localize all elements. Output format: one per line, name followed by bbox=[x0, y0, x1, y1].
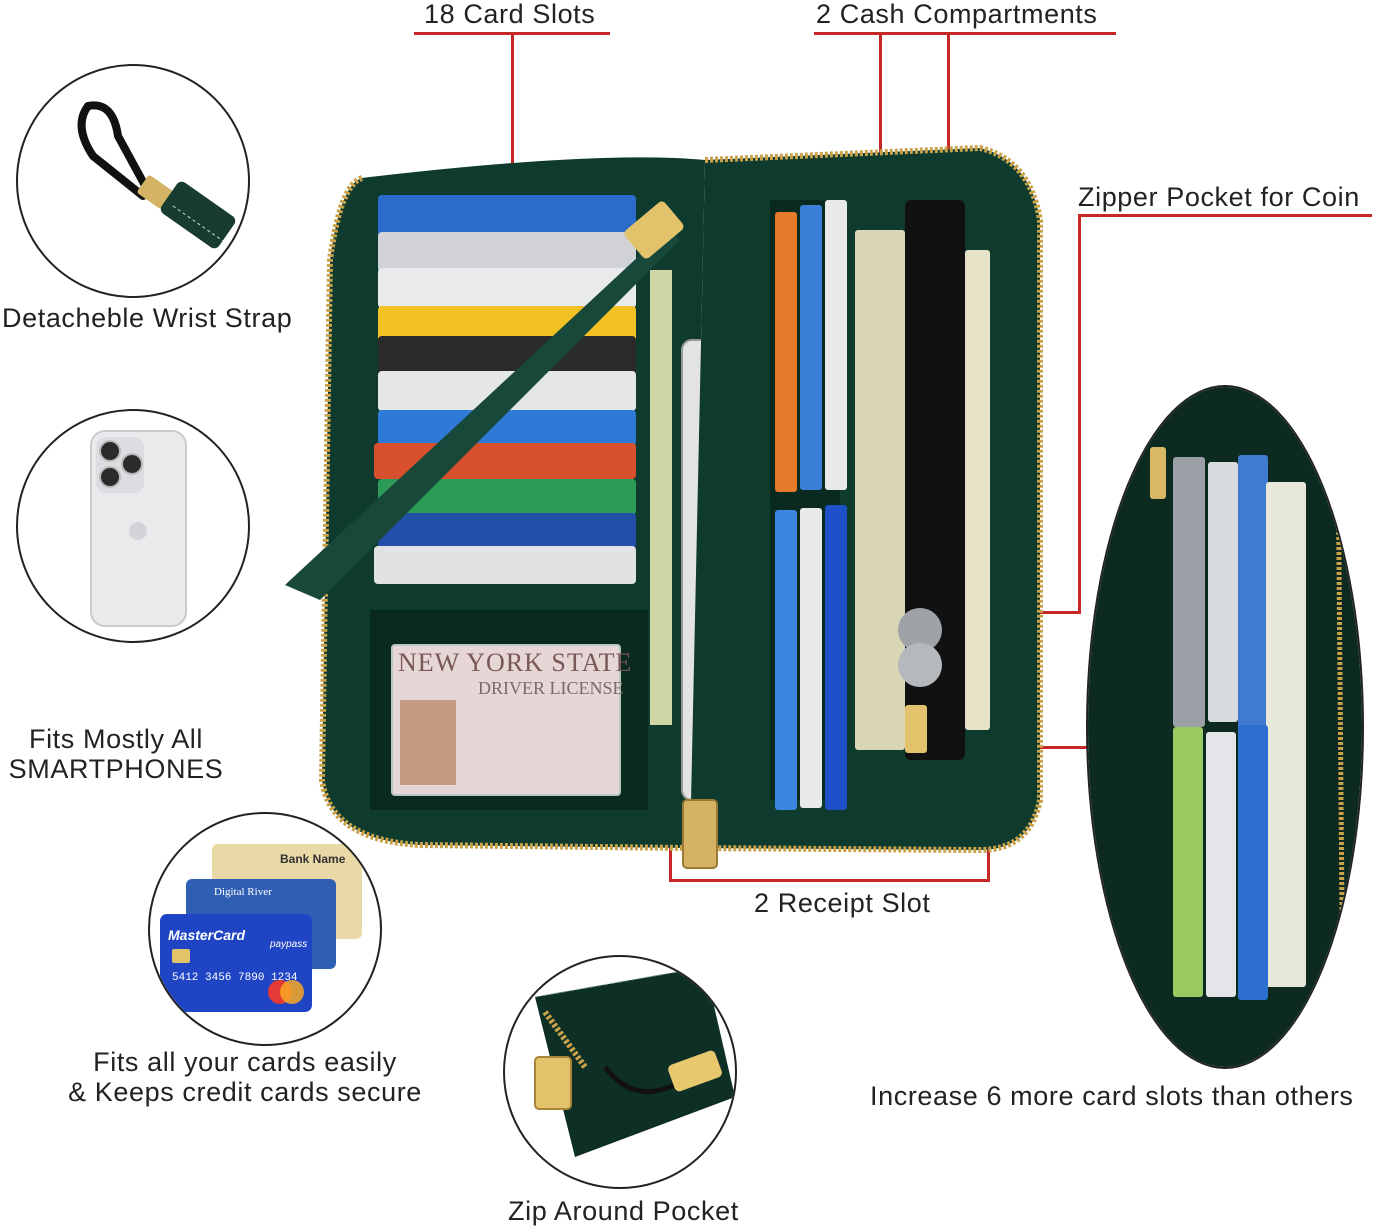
receipt-leader-right bbox=[987, 656, 990, 882]
fits-phones-line2: SMARTPHONES bbox=[8, 753, 224, 784]
zipper-dot bbox=[915, 606, 927, 618]
cash-dot-2 bbox=[942, 452, 954, 464]
zipper-leader-h bbox=[920, 611, 1081, 614]
card-slots-leader bbox=[511, 32, 514, 260]
fits-phones-label: Fits Mostly All SMARTPHONES bbox=[0, 724, 232, 784]
cards-image bbox=[160, 844, 362, 1012]
cash-dot-1 bbox=[874, 452, 886, 464]
card-brand: MasterCard bbox=[168, 927, 246, 943]
card-slots-label: 18 Card Slots bbox=[424, 0, 596, 29]
receipt-slot-label: 2 Receipt Slot bbox=[754, 888, 931, 918]
wrist-strap-image bbox=[77, 101, 236, 249]
card-bank-name: Bank Name bbox=[280, 852, 346, 866]
receipt-bracket-bottom bbox=[669, 879, 990, 882]
phone-circle bbox=[16, 409, 250, 643]
zipper-leader-v bbox=[1078, 214, 1081, 614]
zip-circle bbox=[503, 955, 737, 1189]
detail-oval bbox=[1086, 385, 1364, 1069]
wrist-strap-label: Detacheble Wrist Strap bbox=[2, 303, 293, 333]
cards-circle: Bank Name Digital River MasterCard paypa… bbox=[148, 812, 382, 1046]
fits-phones-line1: Fits Mostly All bbox=[28, 724, 204, 754]
more-slots-label: Increase 6 more card slots than others bbox=[870, 1081, 1354, 1111]
receipt-leader-left bbox=[669, 656, 672, 882]
cash-leader-1 bbox=[879, 32, 882, 460]
zip-around-label: Zip Around Pocket bbox=[508, 1196, 739, 1226]
receipt-dot-1 bbox=[664, 651, 676, 663]
fits-cards-line2: & Keeps credit cards secure bbox=[68, 1076, 422, 1107]
card-digital-river: Digital River bbox=[214, 886, 272, 898]
zipper-underline bbox=[1078, 214, 1372, 217]
phone-image bbox=[90, 430, 187, 627]
receipt-dot-2 bbox=[982, 651, 994, 663]
card-slots-dot bbox=[506, 252, 518, 264]
fits-cards-line1: Fits all your cards easily bbox=[93, 1047, 397, 1077]
fits-cards-label: Fits all your cards easily & Keeps credi… bbox=[40, 1047, 450, 1107]
card-number: 5412 3456 7890 1234 bbox=[172, 972, 298, 984]
license-state: NEW YORK STATE bbox=[398, 648, 633, 677]
cash-compartments-label: 2 Cash Compartments bbox=[816, 0, 1098, 29]
more-slots-dot-left bbox=[961, 741, 973, 753]
wrist-strap-circle bbox=[16, 64, 250, 298]
zipper-pocket-label: Zipper Pocket for Coin bbox=[1078, 182, 1360, 212]
detail-image bbox=[1088, 387, 1362, 1067]
cash-underline bbox=[814, 32, 1116, 35]
cash-leader-2 bbox=[947, 32, 950, 460]
license-type: DRIVER LICENSE bbox=[478, 678, 624, 698]
zip-image bbox=[534, 966, 735, 1157]
card-paypass: paypass bbox=[270, 939, 308, 950]
